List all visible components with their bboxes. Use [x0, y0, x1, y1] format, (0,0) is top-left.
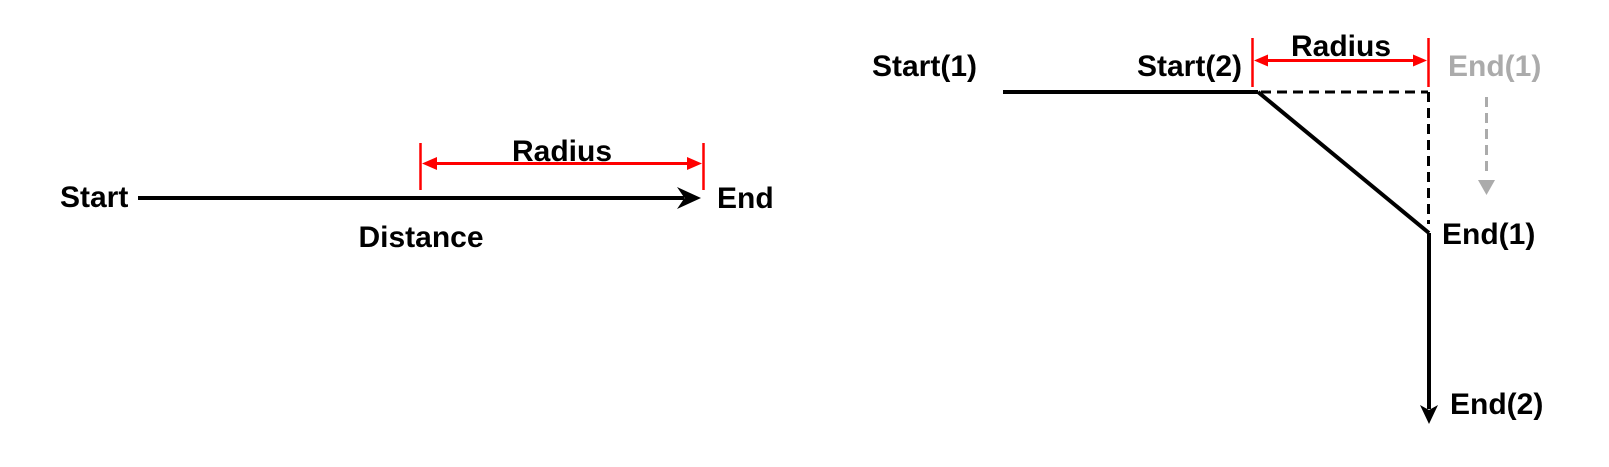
straight-route-diagram: Start End Radius Distance	[60, 135, 774, 254]
left-radius-label: Radius	[512, 135, 612, 168]
left-start-label: Start	[60, 181, 128, 214]
left-arrowhead-right-icon	[677, 187, 701, 209]
right-diagonal-line	[1256, 90, 1431, 235]
right-end1-label: End(1)	[1442, 218, 1535, 251]
right-ghost-arrowhead-down-icon	[1478, 180, 1495, 195]
right-radius-arrowhead-right-icon	[1413, 54, 1427, 67]
right-start1-label: Start(1)	[872, 50, 977, 83]
right-end1-ghost-label: End(1)	[1448, 50, 1541, 83]
turn-route-diagram: Start(1) Start(2) Radius End(1)	[872, 30, 1543, 424]
left-radius-arrowhead-left-icon	[422, 157, 437, 170]
right-radius-label: Radius	[1291, 30, 1391, 63]
left-end-label: End	[717, 182, 774, 215]
left-distance-label: Distance	[358, 221, 483, 254]
left-radius-arrowhead-right-icon	[687, 157, 702, 170]
right-radius-arrowhead-left-icon	[1254, 54, 1268, 67]
right-arrowhead-down-icon	[1420, 405, 1438, 424]
right-end2-label: End(2)	[1450, 388, 1543, 421]
right-start2-label: Start(2)	[1137, 50, 1242, 83]
